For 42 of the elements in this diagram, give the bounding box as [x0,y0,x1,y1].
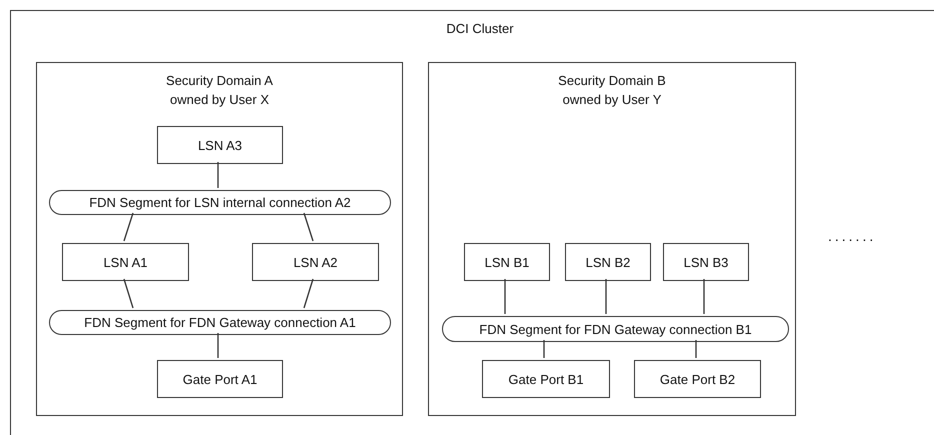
node-label: LSN B1 [484,254,530,270]
connector-line [695,340,697,358]
connector-line [543,340,545,358]
node-box [157,360,283,398]
connector-line [217,162,219,188]
cluster-title: DCI Cluster [446,20,514,38]
node-label: Gate Port B1 [508,372,584,386]
node-label: LSN A1 [103,254,148,270]
node-box [663,243,749,281]
segment-pill [442,316,789,342]
connector-line [504,279,506,314]
domain-title: Security Domain A owned by User X [165,72,274,109]
node-box [62,243,189,281]
connector-line [123,212,134,242]
node-box [157,126,283,164]
segment-label: FDN Segment for FDN Gateway connection B1 [479,322,752,336]
segment-pill [49,310,391,335]
group-box [36,62,403,416]
connector-line [703,279,705,314]
connector-line [303,212,314,242]
segment-pill [49,190,391,215]
node-box [565,243,651,281]
node-box [634,360,761,398]
node-box [252,243,379,281]
node-label: Gate Port A1 [182,372,258,386]
connector-line [303,278,314,308]
segment-label: FDN Segment for FDN Gateway connection A1 [84,315,356,330]
connector-line [605,279,607,314]
group-box [428,62,796,416]
node-box [482,360,610,398]
node-label: LSN B2 [586,254,630,270]
node-label: Gate Port B2 [660,372,736,386]
node-label: LSN A2 [293,254,338,270]
node-label: LSN B3 [684,254,728,270]
ellipsis-text: ....... [828,228,876,244]
connector-line [123,278,134,308]
node-label: LSN A3 [198,138,242,152]
connector-line [217,333,219,358]
domain-title: Security Domain B owned by User Y [557,72,667,109]
node-box [464,243,550,281]
segment-label: FDN Segment for LSN internal connection A2 [89,195,351,210]
group-box [10,10,934,435]
